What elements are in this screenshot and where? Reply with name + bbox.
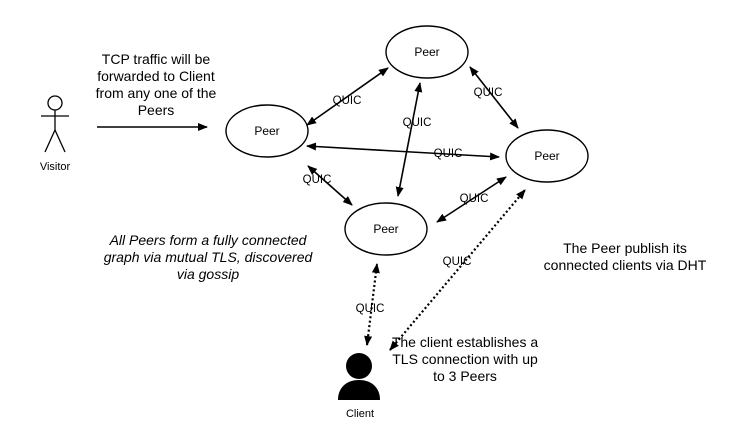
quic-link-left-right <box>306 142 500 161</box>
quic-label-left-top: QUIC <box>333 95 362 107</box>
quic-label-bottom-right: QUIC <box>460 193 489 205</box>
quic-link-top-bottom <box>395 82 423 197</box>
peer-node-bottom-label: Peer <box>373 222 398 236</box>
quic-link-left-bottom <box>307 165 353 206</box>
visitor-icon <box>41 95 69 153</box>
quic-label-top-bottom: QUIC <box>403 117 432 129</box>
quic-link-top-right <box>469 66 519 129</box>
peer-mesh-note: All Peers form a fully connected graph v… <box>103 232 313 282</box>
client-label: Client <box>346 408 374 420</box>
peer-node-top-label: Peer <box>414 45 439 59</box>
quic-label-left-bottom: QUIC <box>303 174 332 186</box>
quic-label-top-right: QUIC <box>474 87 503 99</box>
tls-connection-note: The client establishes a TLS connection … <box>391 334 539 384</box>
client-icon <box>338 353 380 400</box>
dht-publish-note: The Peer publish its connected clients v… <box>543 240 707 273</box>
quic-label-client-right-peer: QUIC <box>443 256 472 268</box>
tcp-forwarding-note: TCP traffic will be forwarded to Client … <box>95 51 217 118</box>
quic-link-left-top <box>306 67 389 126</box>
quic-link-client-bottom-peer <box>364 263 380 346</box>
peer-node-right: Peer <box>505 129 589 183</box>
peer-node-left: Peer <box>225 104 309 158</box>
peer-node-bottom: Peer <box>344 202 428 256</box>
peer-node-left-label: Peer <box>254 124 279 138</box>
peer-node-right-label: Peer <box>534 149 559 163</box>
quic-label-left-right: QUIC <box>434 148 463 160</box>
visitor-label: Visitor <box>40 161 71 173</box>
quic-link-client-right-peer <box>389 189 526 351</box>
peer-node-top: Peer <box>385 25 469 79</box>
quic-label-client-bottom-peer: QUIC <box>356 303 385 315</box>
